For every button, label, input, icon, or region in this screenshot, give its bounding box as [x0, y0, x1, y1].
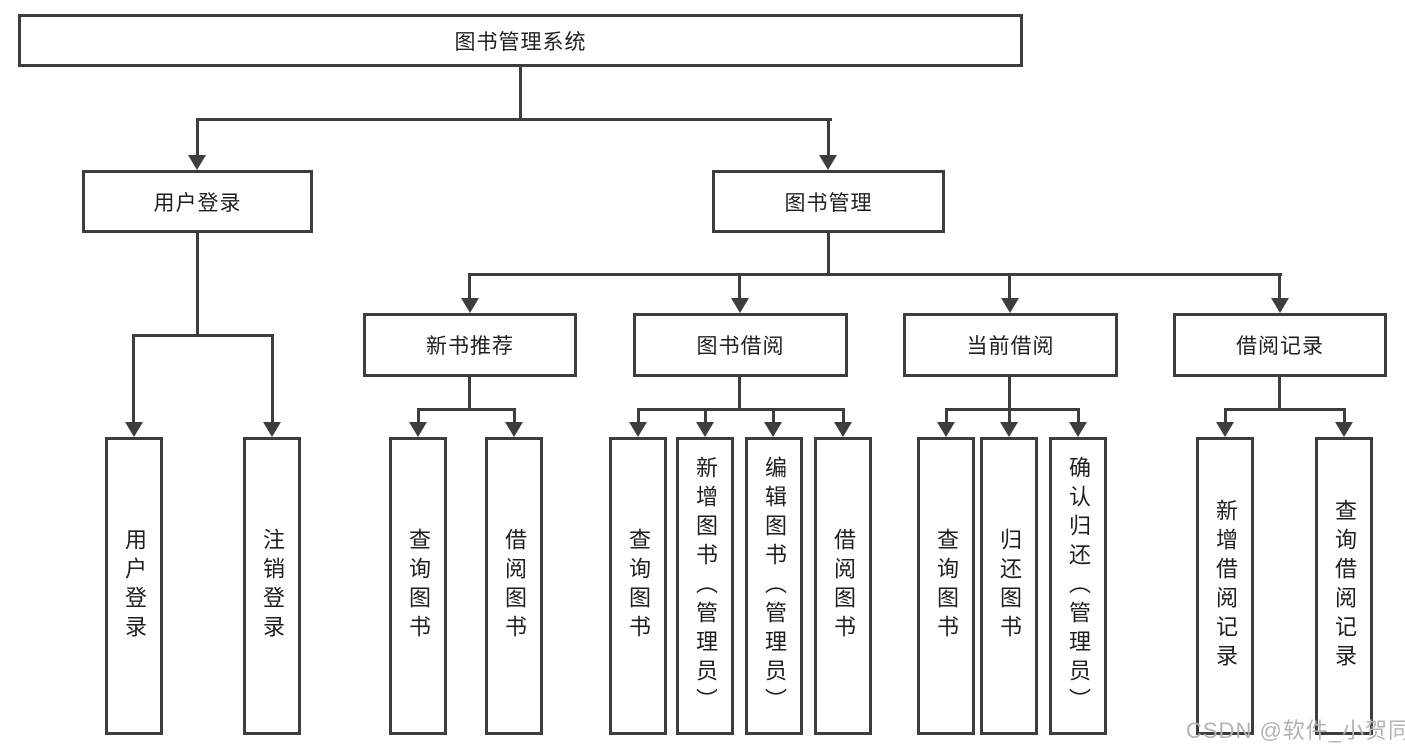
connector-drop-book-management [827, 118, 830, 156]
node-root: 图书管理系统 [18, 14, 1023, 67]
leaf-cb-query-books-label: 查询图书 [934, 528, 959, 644]
leaf-br-add-record: 新增借阅记录 [1196, 437, 1254, 735]
connector-recommend-stem [468, 377, 471, 410]
arrow-down-icon [505, 422, 523, 437]
leaf-bb-edit-books-label: 编辑图书（管理员） [762, 455, 787, 717]
connector-drop-rec-borrow [513, 408, 516, 422]
arrow-down-icon [125, 422, 143, 437]
leaf-br-query-record-label: 查询借阅记录 [1332, 499, 1357, 673]
connector-user-login-rail [132, 334, 274, 337]
connector-borrow-records-stem [1278, 377, 1281, 410]
leaf-rec-query-books: 查询图书 [389, 437, 447, 735]
node-new-book-recommend: 新书推荐 [363, 313, 577, 377]
connector-drop-bb-edit [772, 408, 775, 422]
leaf-bb-borrow-books: 借阅图书 [814, 437, 872, 735]
leaf-cb-confirm-return: 确认归还（管理员） [1049, 437, 1107, 735]
leaf-bb-borrow-books-label: 借阅图书 [831, 528, 856, 644]
connector-user-login-stem [196, 233, 199, 337]
leaf-cb-return-books-label: 归还图书 [997, 528, 1022, 644]
node-current-borrow-label: 当前借阅 [966, 335, 1055, 358]
connector-book-management-stem [827, 233, 830, 275]
leaf-rec-borrow-books-label: 借阅图书 [502, 528, 527, 644]
leaf-logout: 注销登录 [243, 437, 301, 735]
arrow-down-icon [263, 422, 281, 437]
arrow-down-icon [834, 422, 852, 437]
leaf-rec-borrow-books: 借阅图书 [485, 437, 543, 735]
arrow-down-icon [696, 422, 714, 437]
connector-drop-login [132, 334, 135, 422]
arrow-down-icon [461, 298, 479, 313]
arrow-down-icon [1001, 298, 1019, 313]
connector-recommend-rail [417, 408, 516, 411]
connector-drop-book-borrow [738, 273, 741, 299]
connector-drop-cb-query [945, 408, 948, 422]
connector-drop-current-borrow [1008, 273, 1011, 299]
connector-drop-rec-query [417, 408, 420, 422]
leaf-bb-query-books-label: 查询图书 [626, 528, 651, 644]
connector-drop-borrow-records [1278, 273, 1281, 299]
connector-drop-user-login [196, 118, 199, 156]
leaf-rec-query-books-label: 查询图书 [406, 528, 431, 644]
connector-drop-bb-query [637, 408, 640, 422]
node-root-label: 图书管理系统 [454, 30, 587, 54]
leaf-br-add-record-label: 新增借阅记录 [1213, 499, 1238, 673]
arrow-down-icon [1069, 422, 1087, 437]
node-book-management: 图书管理 [712, 170, 945, 233]
connector-drop-cb-confirm [1077, 408, 1080, 422]
connector-book-borrow-rail [637, 408, 845, 411]
connector-root-stem [519, 67, 522, 120]
arrow-down-icon [629, 422, 647, 437]
leaf-bb-query-books: 查询图书 [609, 437, 667, 735]
arrow-down-icon [1271, 298, 1289, 313]
connector-drop-bb-borrow [842, 408, 845, 422]
node-user-login-label: 用户登录 [153, 191, 242, 215]
node-new-book-recommend-label: 新书推荐 [426, 335, 514, 358]
leaf-login-label: 用户登录 [122, 528, 147, 644]
arrow-down-icon [731, 298, 749, 313]
csdn-watermark: CSDN @软件_小贺同学 [1186, 718, 1405, 743]
arrow-down-icon [937, 422, 955, 437]
arrow-down-icon [1000, 422, 1018, 437]
node-book-management-label: 图书管理 [784, 191, 873, 215]
arrow-down-icon [188, 155, 206, 170]
leaf-cb-confirm-return-label: 确认归还（管理员） [1066, 455, 1091, 717]
leaf-bb-add-books-label: 新增图书（管理员） [693, 455, 718, 717]
leaf-bb-edit-books: 编辑图书（管理员） [745, 437, 803, 735]
connector-drop-bb-add [704, 408, 707, 422]
connector-current-borrow-rail [945, 408, 1080, 411]
arrow-down-icon [1335, 422, 1353, 437]
arrow-down-icon [819, 155, 837, 170]
leaf-logout-label: 注销登录 [260, 528, 285, 644]
node-borrow-records-label: 借阅记录 [1236, 335, 1324, 358]
connector-drop-br-query [1343, 408, 1346, 422]
connector-book-borrow-stem [738, 377, 741, 410]
connector-book-management-rail [469, 273, 1282, 276]
connector-root-rail [196, 118, 832, 121]
leaf-cb-query-books: 查询图书 [917, 437, 975, 735]
leaf-cb-return-books: 归还图书 [980, 437, 1038, 735]
arrow-down-icon [409, 422, 427, 437]
node-user-login: 用户登录 [82, 170, 313, 233]
connector-drop-new-book-recommend [468, 273, 471, 299]
arrow-down-icon [764, 422, 782, 437]
node-book-borrow: 图书借阅 [633, 313, 848, 377]
connector-drop-cb-return [1008, 408, 1011, 422]
node-book-borrow-label: 图书借阅 [696, 335, 785, 358]
connector-borrow-records-rail [1224, 408, 1346, 411]
leaf-login: 用户登录 [105, 437, 163, 735]
connector-current-borrow-stem [1008, 377, 1011, 410]
arrow-down-icon [1216, 422, 1234, 437]
leaf-br-query-record: 查询借阅记录 [1315, 437, 1373, 735]
connector-drop-logout [271, 334, 274, 422]
connector-drop-br-add [1224, 408, 1227, 422]
leaf-bb-add-books: 新增图书（管理员） [676, 437, 734, 735]
node-current-borrow: 当前借阅 [903, 313, 1118, 377]
node-borrow-records: 借阅记录 [1173, 313, 1387, 377]
